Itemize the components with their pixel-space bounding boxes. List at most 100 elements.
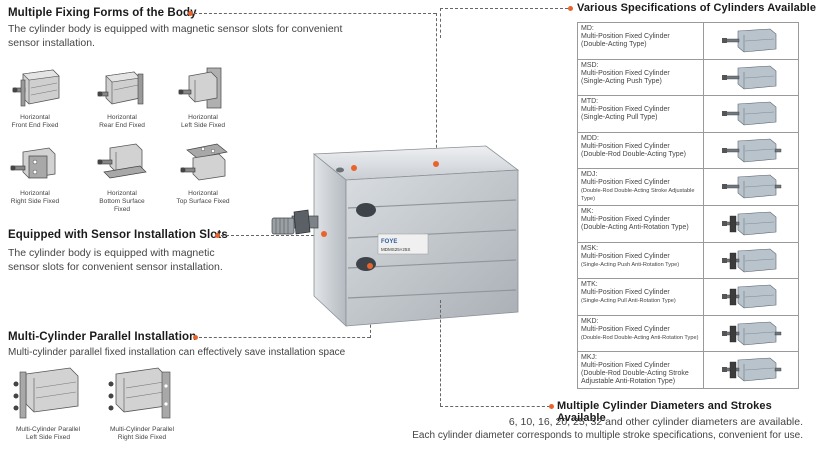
cylinder-icon [721,28,776,53]
leader-line [221,235,324,236]
cylinder-icon [721,284,776,309]
spec-line: (Double-Acting Type) [581,41,647,48]
leader-line [440,8,441,38]
callout-dot [215,233,220,238]
thumb-caption-line2: Right Side Fixed [117,434,167,441]
main-cylinder-image: FOYE MDMS25×25S [268,136,538,361]
spec-row: MD:Multi-Position Fixed Cylinder(Double-… [577,22,800,60]
leader-line [199,337,370,338]
spec-row: MTD:Multi-Position Fixed Cylinder(Single… [577,95,800,133]
sensor-title: Equipped with Sensor Installation Slots [8,229,228,241]
specs-table: MD:Multi-Position Fixed Cylinder(Double-… [577,22,800,389]
spec-text-cell: MSD:Multi-Position Fixed Cylinder (Singl… [577,58,704,96]
thumb-caption-line2: Left Side Fixed [181,122,225,129]
leader-line [436,13,437,163]
brand-label: FOYE [381,239,397,245]
cylinder-icon [180,143,228,181]
spec-row: MSK:Multi-Position Fixed Cylinder(Single… [577,241,800,279]
fixing-desc-line2: sensor installation. [8,37,95,49]
thumb-caption-line2: Right Side Fixed [10,198,60,205]
fixing-title: Multiple Fixing Forms of the Body [8,7,197,19]
thumb-caption-line1: Horizontal [107,114,137,121]
parallel-cylinders-icon [13,367,79,419]
parallel-title: Multi-Cylinder Parallel Installation [8,331,197,343]
diameters-desc-line1: 6, 10, 16, 20, 25, 32 and other cylinder… [508,416,803,428]
cylinder-icon [721,101,776,126]
cylinder-product-icon: FOYE MDMS25×25S [271,145,520,327]
sensor-desc-line1: The cylinder body is equipped with magne… [8,247,215,259]
spec-line: Multi-Position Fixed Cylinder [581,289,670,296]
spec-line: (Single-Acting Pull Type) [581,114,658,121]
cylinder-icon [97,143,147,179]
thumb-caption-line1: Horizontal [20,190,50,197]
spec-line: Multi-Position Fixed Cylinder [581,142,670,150]
thumb-caption-line1: Horizontal [188,190,218,197]
spec-text-cell: MSK:Multi-Position Fixed Cylinder(Single… [577,241,704,279]
spec-text-cell: MKD:Multi-Position Fixed Cylinder(Double… [577,314,704,352]
spec-line: Multi-Position Fixed Cylinder [581,362,670,369]
spec-row: MK:Multi-Position Fixed Cylinder(Double-… [577,205,800,243]
leader-line [440,406,550,407]
leader-line [194,13,436,14]
thumb-caption-line2: Top Surface Fixed [176,198,230,205]
spec-code: MD: [581,25,594,32]
cylinder-icon [97,71,144,105]
spec-row: MKJ:Multi-Position Fixed Cylinder(Double… [577,351,800,389]
callout-dot [188,11,193,16]
thumb-caption-line1: Horizontal [188,114,218,121]
specs-title: Various Specifications of Cylinders Avai… [577,2,817,14]
model-label: MDMS25×25S [381,247,410,252]
cylinder-icon [721,357,781,382]
spec-row: MDJ:Multi-Position Fixed Cylinder (Double… [577,168,800,206]
spec-code: MDD: [581,134,599,142]
thumb-caption-line2: Bottom Surface Fixed [99,198,145,213]
spec-code: MKJ: [581,354,597,361]
thumb-caption-line1: Multi-Cylinder Parallel [109,426,175,433]
spec-image-cell [702,241,800,279]
cylinder-icon [721,174,781,199]
spec-line: Multi-Position Fixed Cylinder [581,179,670,186]
spec-line: Multi-Position Fixed Cylinder [581,69,670,77]
thumb-caption-line1: Horizontal [20,114,50,121]
diameters-desc-line2: Each cylinder diameter corresponds to mu… [412,430,803,441]
cylinder-icon [721,138,781,162]
spec-line: (Double-Rod Double-Acting Anti-Rotation … [581,334,699,341]
spec-text-cell: MKJ:Multi-Position Fixed Cylinder(Double… [577,351,704,389]
spec-image-cell [702,22,800,60]
spec-text-cell: MTK:Multi-Position Fixed Cylinder(Single… [577,278,704,316]
spec-code: MSD: [581,61,599,69]
thumb-caption-line1: Horizontal [107,190,137,197]
callout-dot [193,335,198,340]
cylinder-icon [721,321,781,345]
parallel-cylinders-icon [108,367,171,419]
spec-line: Multi-Position Fixed Cylinder [581,325,670,333]
leader-line [440,300,441,406]
spec-code: MDJ: [581,171,598,178]
spec-line: (Single-Acting Push Anti-Rotation Type) [581,261,680,268]
spec-text-cell: MTD:Multi-Position Fixed Cylinder(Single… [577,95,704,133]
spec-code: MK: [581,208,594,215]
cylinder-icon [721,65,776,89]
spec-line: Multi-Position Fixed Cylinder [581,106,670,113]
spec-image-cell [702,278,800,316]
spec-text-cell: MD:Multi-Position Fixed Cylinder(Double-… [577,22,704,60]
spec-line: (Double-Rod Double-Acting Stroke [581,370,689,377]
spec-line: (Double-Rod Double-Acting Stroke Adjusta… [581,188,695,202]
callout-dot [568,6,573,11]
spec-image-cell [702,205,800,243]
thumb-caption-line2: Front End Fixed [11,122,59,129]
spec-code: MSK: [581,244,599,252]
spec-line: (Double-Acting Anti-Rotation Type) [581,224,689,231]
spec-row: MTK:Multi-Position Fixed Cylinder(Single… [577,278,800,316]
thumb-caption-line1: Multi-Cylinder Parallel [15,426,81,433]
cylinder-icon [721,248,776,272]
spec-line: Multi-Position Fixed Cylinder [581,252,670,260]
spec-image-cell [702,314,800,352]
leader-line [440,8,568,9]
cylinder-icon [721,211,776,236]
spec-image-cell [702,131,800,169]
